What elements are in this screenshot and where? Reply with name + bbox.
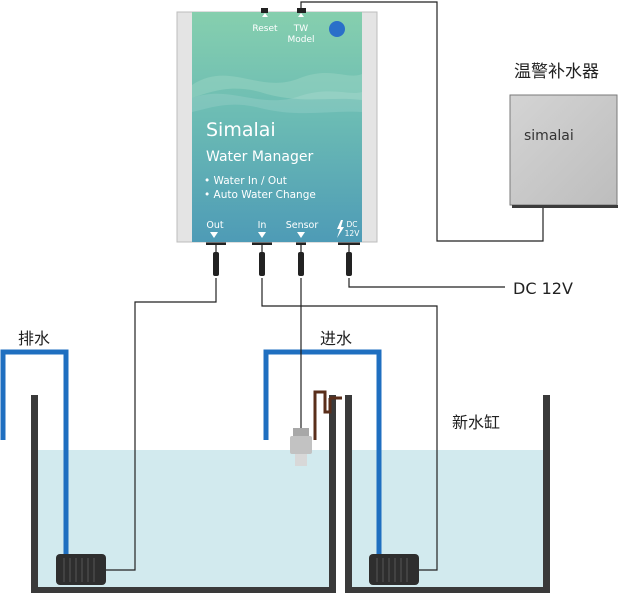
heater-title: 温警补水器: [514, 62, 599, 82]
model-label: Model: [287, 35, 314, 45]
reset-label: Reset: [252, 24, 278, 34]
level-sensor-probe: [290, 428, 312, 466]
port-12v-label: 12V: [345, 229, 361, 238]
heater-label: simalai: [524, 128, 574, 144]
in-plug: [252, 240, 272, 276]
level-sensor-holder: [313, 390, 342, 440]
product-name: Water Manager: [206, 149, 313, 165]
lightning-icon: [337, 220, 344, 238]
dc-cable: [348, 278, 505, 288]
reset-button[interactable]: [261, 8, 268, 13]
tw-label: TW: [293, 24, 308, 34]
inlet-pump: [369, 554, 419, 585]
feature-2: • Auto Water Change: [204, 189, 316, 201]
inlet-label: 进水: [320, 329, 352, 348]
port-dc-label: DC: [346, 220, 357, 229]
dc-plug: [338, 240, 360, 276]
port-sensor-label: Sensor: [286, 220, 319, 231]
drain-pipe: [0, 349, 69, 560]
out-cable: [106, 278, 217, 571]
right-tank: [345, 395, 550, 593]
dc12v-label: DC 12V: [513, 279, 573, 298]
tw-cable: [300, 1, 544, 242]
left-tank: [31, 395, 336, 593]
status-dot: [329, 21, 345, 37]
heater-unit: [509, 94, 618, 208]
tw-model-button[interactable]: [297, 8, 306, 13]
water-manager-device: [176, 8, 378, 243]
inlet-pipe: [263, 349, 382, 560]
brand-name: Simalai: [206, 119, 276, 141]
in-cable: [261, 278, 438, 571]
new-tank-label: 新水缸: [452, 413, 500, 432]
port-out-label: Out: [206, 220, 223, 231]
out-plug: [206, 240, 226, 276]
port-in-label: In: [258, 220, 267, 231]
sensor-plug: [296, 240, 306, 276]
drain-label: 排水: [18, 329, 50, 348]
drain-pump: [56, 554, 106, 585]
feature-1: • Water In / Out: [204, 175, 287, 187]
